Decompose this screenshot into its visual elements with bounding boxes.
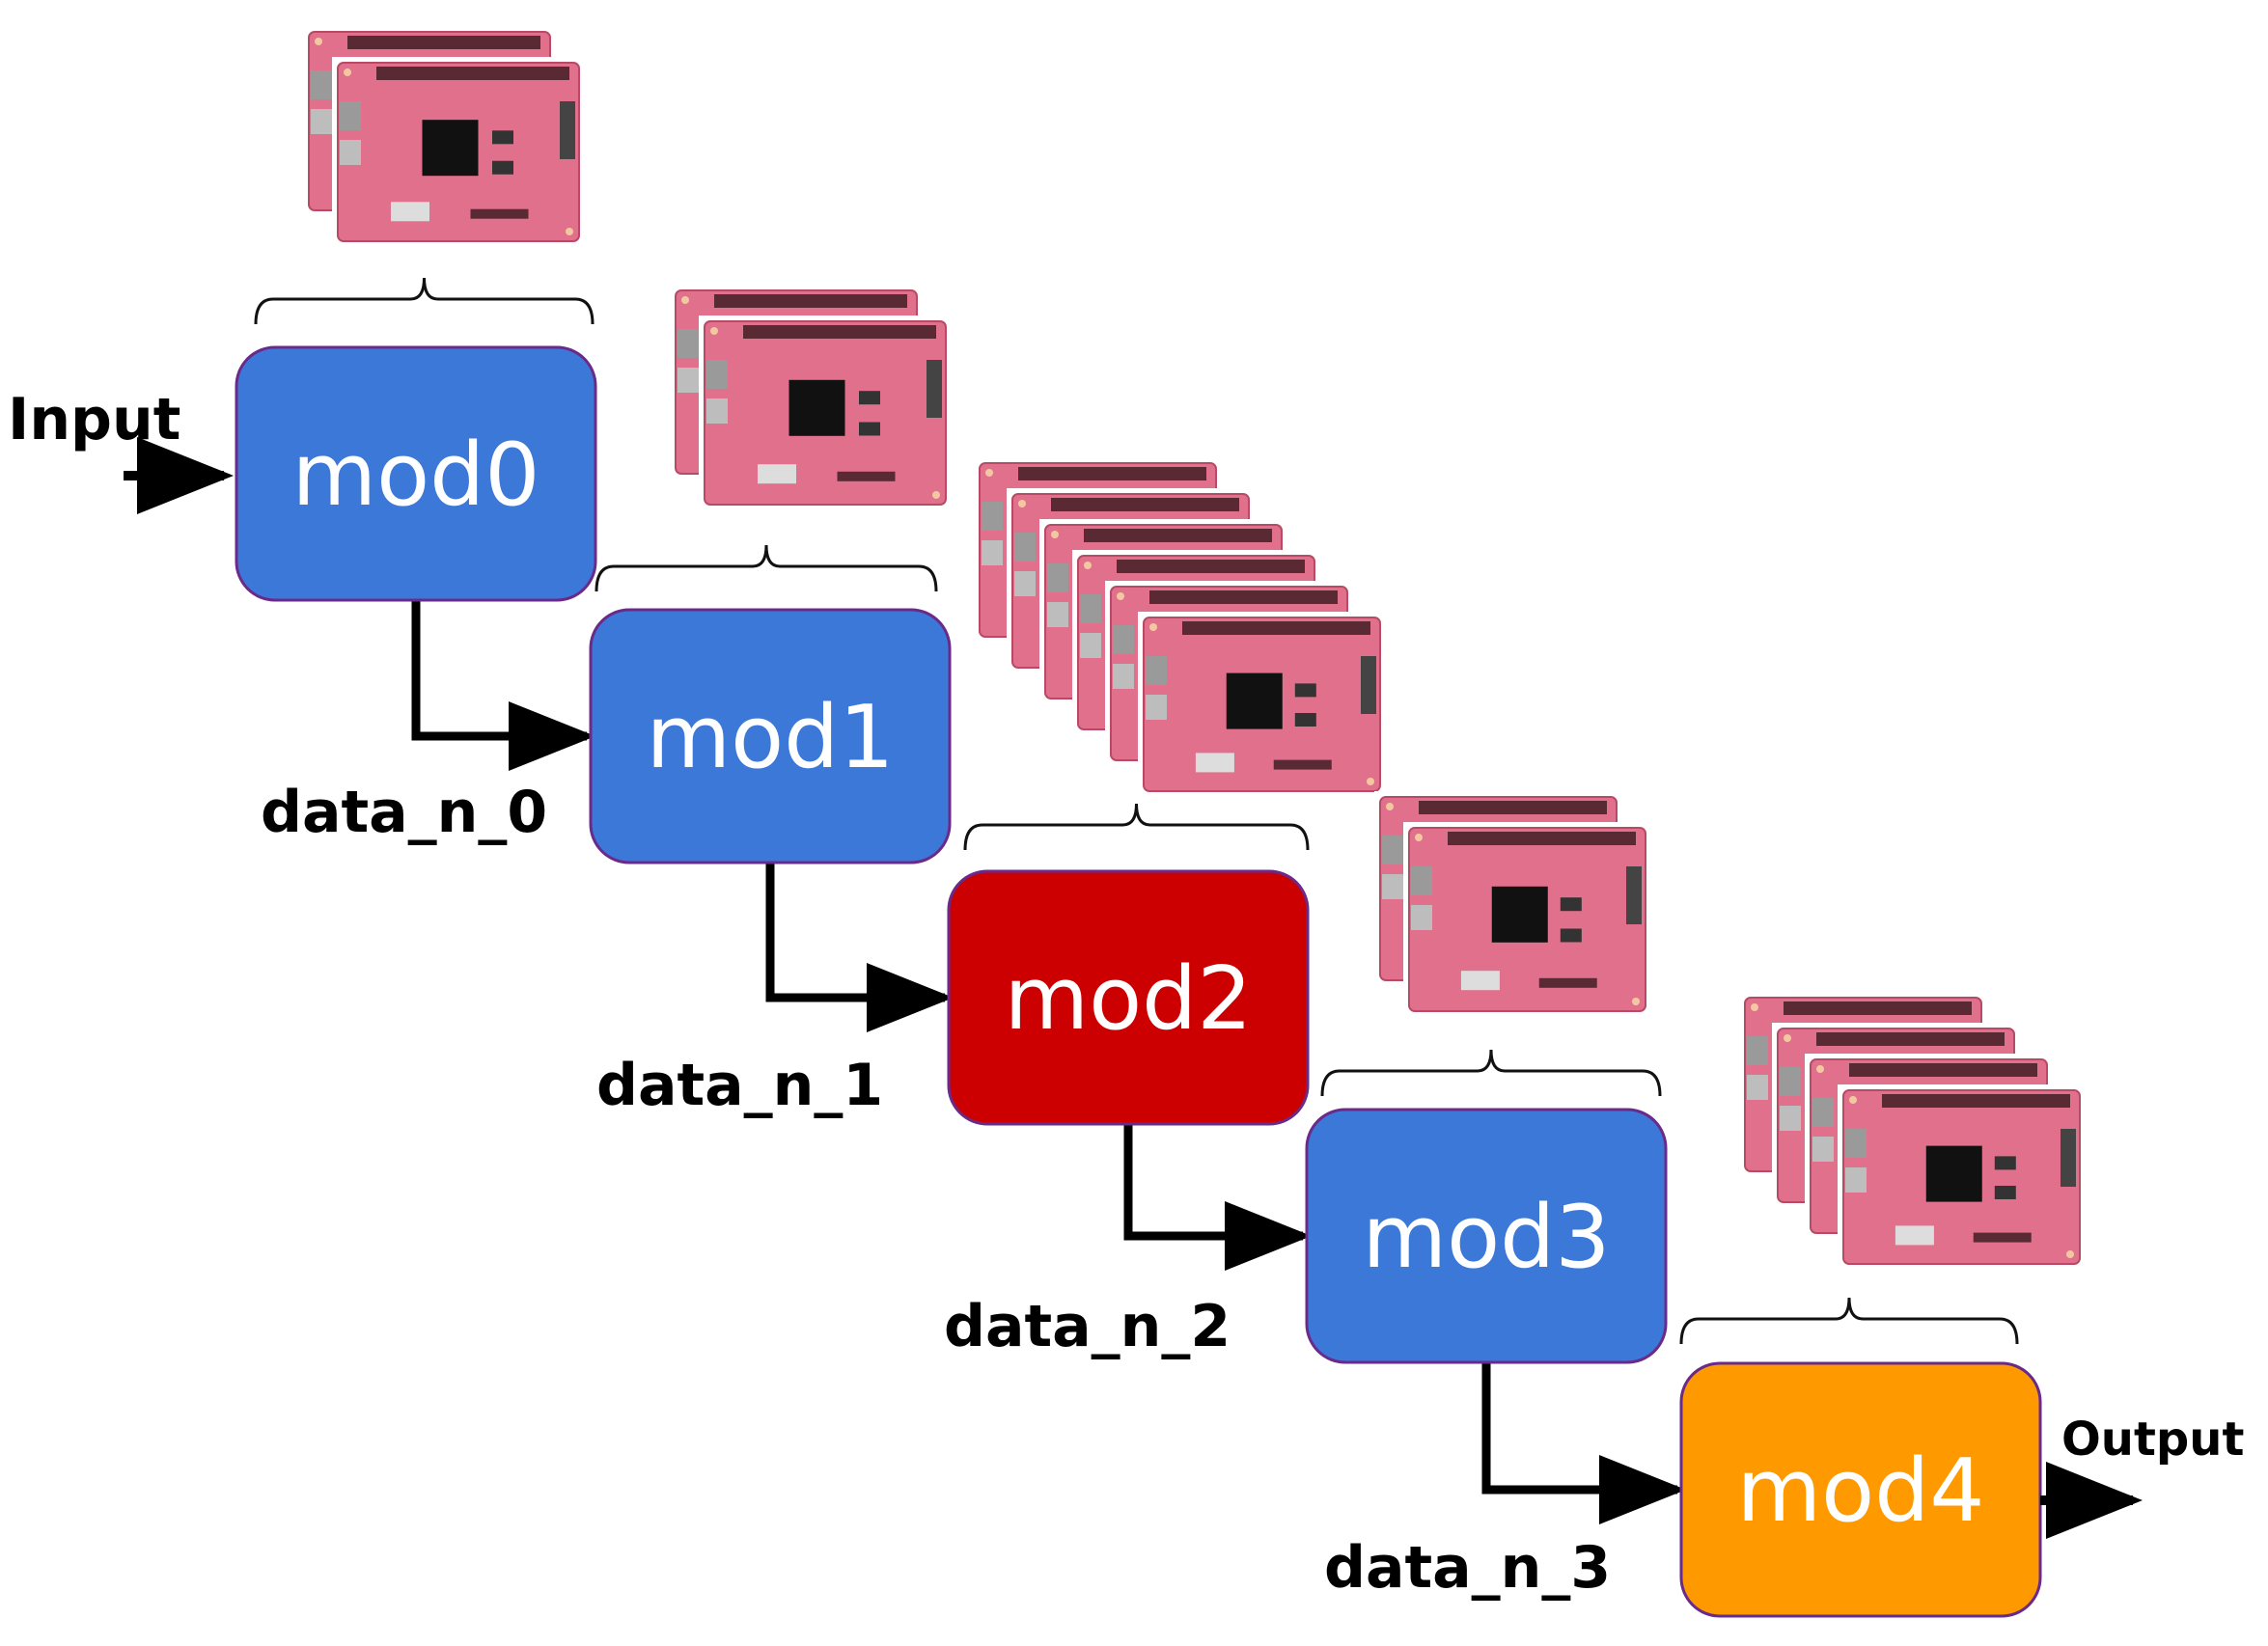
brace-mod3 [1320,1049,1662,1097]
edge-label-mod2-mod3: data_n_2 [944,1293,1231,1360]
fpga-board-image [1138,612,1386,797]
edge-mod2-mod3: data_n_2 [944,1124,1312,1360]
edge-label-mod3-mod4: data_n_3 [1324,1534,1611,1602]
edge-mod1-mod2: data_n_1 [596,863,954,1119]
edge-mod3-mod4: data_n_3 [1324,1362,1686,1602]
module-label-mod1: mod1 [646,687,894,788]
module-mod2: mod2 [947,869,1310,1126]
module-label-mod4: mod4 [1736,1440,1984,1542]
module-label-mod3: mod3 [1362,1187,1610,1288]
output-label: Output [2061,1413,2244,1467]
fpga-board-image [699,315,952,510]
module-box-mod2 [947,869,1310,1126]
board-stack-mod3 [1374,791,1651,1017]
board-stack-mod1 [670,285,952,510]
fpga-boards-layer [303,26,2086,1270]
board-stack-mod0 [303,26,585,247]
module-mod0: mod0 [235,345,597,602]
module-mod1: mod1 [589,608,952,864]
brace-mod4 [1679,1297,2019,1345]
edges-layer: data_n_0 data_n_1 data_n_2 data_n_3 [261,600,1686,1602]
module-box-mod4 [1679,1361,2042,1618]
brace-mod1 [595,544,938,592]
module-box-mod3 [1305,1108,1668,1364]
board-stack-mod2 [974,457,1386,797]
edge-mod0-mod1: data_n_0 [261,600,595,846]
fpga-board-image [1838,1084,2086,1270]
module-mod4: mod4 [1679,1361,2042,1618]
module-box-mod0 [235,345,597,602]
brace-mod0 [254,277,595,325]
braces-layer [254,277,2019,1345]
modules-layer: mod0 mod1 mod2 mod3 mod4 [235,345,2042,1618]
fpga-board-image [332,57,585,247]
edge-label-mod1-mod2: data_n_1 [596,1052,883,1119]
fpga-board-image [1403,822,1651,1017]
edge-label-mod0-mod1: data_n_0 [261,779,547,846]
module-label-mod2: mod2 [1004,948,1252,1050]
board-stack-mod4 [1739,992,2086,1270]
brace-mod2 [963,803,1310,851]
module-mod3: mod3 [1305,1108,1668,1364]
input-label: Input [8,386,180,453]
module-box-mod1 [589,608,952,864]
module-label-mod0: mod0 [291,425,539,526]
